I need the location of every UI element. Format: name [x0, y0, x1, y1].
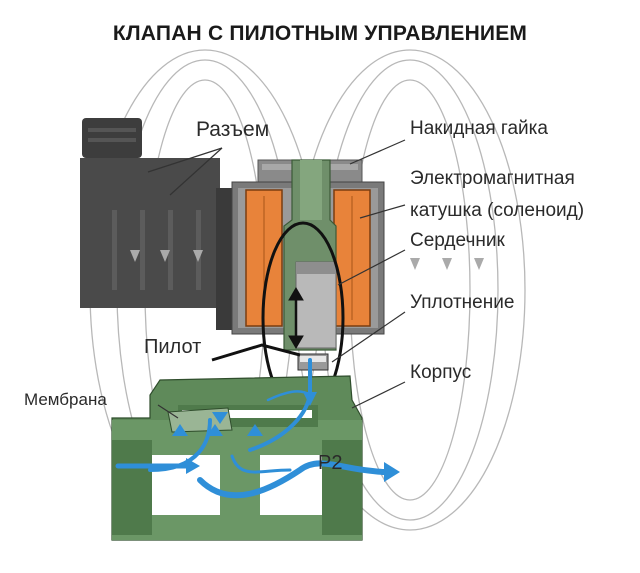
plunger	[295, 261, 337, 349]
label-connector: Разъем	[196, 118, 270, 141]
page-title: КЛАПАН С ПИЛОТНЫМ УПРАВЛЕНИЕМ	[112, 22, 528, 45]
label-body: Корпус	[410, 362, 472, 383]
label-coil-line1: Электромагнитная	[410, 168, 575, 189]
flow-arrowheads	[172, 392, 400, 482]
label-pilot: Пилот	[144, 336, 202, 358]
field-direction-arrows	[130, 250, 484, 270]
leader-lines	[147, 139, 406, 419]
plunger-arrow	[288, 287, 304, 349]
label-coil-line2: катушка (соленоид)	[410, 200, 585, 221]
label-union-nut: Накидная гайка	[410, 118, 548, 139]
label-plunger: Сердечник	[410, 230, 505, 251]
coil-right	[333, 189, 371, 327]
label-p2: P2	[318, 452, 343, 474]
label-membrane: Мембрана	[24, 390, 107, 409]
label-seal: Уплотнение	[410, 292, 515, 313]
pilot-leader	[211, 343, 301, 362]
